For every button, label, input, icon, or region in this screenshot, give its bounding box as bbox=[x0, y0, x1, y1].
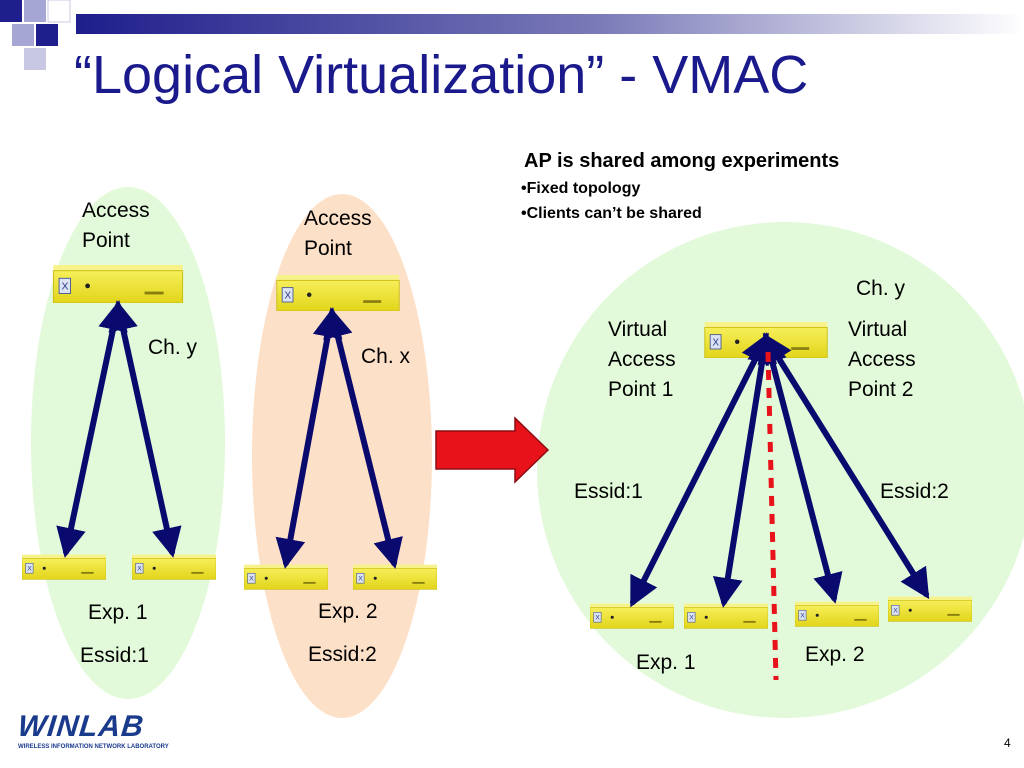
logo-tagline: WIRELESS INFORMATION NETWORK LABORATORY bbox=[18, 744, 169, 750]
middle-client-device bbox=[244, 564, 328, 590]
left-channel-label: Ch. y bbox=[148, 336, 198, 359]
vap1-label-line2: Access bbox=[608, 348, 676, 371]
middle-ap-label-line2: Point bbox=[304, 237, 352, 260]
gradient-bar bbox=[76, 14, 1024, 34]
middle-ap-label-line1: Access bbox=[304, 207, 372, 230]
link-arrow bbox=[323, 307, 403, 569]
deco-square bbox=[24, 48, 46, 70]
vap1-label-line3: Point 1 bbox=[608, 378, 674, 401]
right-client-device bbox=[590, 603, 674, 629]
separator-dotted-line bbox=[765, 351, 779, 681]
left-exp-label: Exp. 1 bbox=[88, 601, 148, 624]
deco-square bbox=[47, 0, 71, 23]
vap2-label-line2: Access bbox=[848, 348, 916, 371]
left-client-device bbox=[22, 554, 106, 580]
transition-arrow bbox=[435, 416, 550, 484]
deco-square bbox=[12, 24, 34, 46]
right-exp1-label: Exp. 1 bbox=[636, 651, 696, 674]
slide-title: “Logical Virtualization” - VMAC bbox=[74, 45, 809, 105]
logo-wordmark: WINLAB bbox=[16, 710, 146, 743]
vap1-label-line1: Virtual bbox=[608, 318, 668, 341]
middle-essid-label: Essid:2 bbox=[308, 643, 377, 666]
middle-access-point-device bbox=[276, 275, 400, 311]
info-bullet: •Clients can’t be shared bbox=[521, 205, 702, 222]
right-essid2-label: Essid:2 bbox=[880, 480, 949, 503]
right-essid1-label: Essid:1 bbox=[574, 480, 643, 503]
winlab-logo: WINLAB WIRELESS INFORMATION NETWORK LABO… bbox=[16, 710, 188, 754]
middle-channel-label: Ch. x bbox=[361, 345, 411, 368]
page-number: 4 bbox=[1004, 736, 1011, 750]
left-ap-label-line1: Access bbox=[82, 199, 150, 222]
link-arrow bbox=[762, 332, 930, 600]
deco-square bbox=[36, 24, 58, 46]
vap2-label-line1: Virtual bbox=[848, 318, 908, 341]
left-essid-label: Essid:1 bbox=[80, 644, 149, 667]
info-bullet: •Fixed topology bbox=[521, 180, 641, 197]
left-client-device bbox=[132, 554, 216, 580]
right-client-device bbox=[684, 603, 768, 629]
right-channel-label: Ch. y bbox=[856, 277, 906, 300]
left-ap-label-line2: Point bbox=[82, 229, 130, 252]
middle-client-device bbox=[353, 564, 437, 590]
deco-square bbox=[24, 0, 46, 22]
right-client-device bbox=[888, 596, 972, 622]
vap2-label-line3: Point 2 bbox=[848, 378, 914, 401]
middle-exp-label: Exp. 2 bbox=[318, 600, 378, 623]
title-decoration bbox=[0, 0, 1024, 70]
deco-square bbox=[0, 0, 22, 22]
left-access-point-device bbox=[52, 265, 184, 303]
right-client-device bbox=[795, 601, 879, 627]
link-arrow bbox=[108, 300, 182, 558]
right-green-region bbox=[537, 222, 1024, 718]
info-heading: AP is shared among experiments bbox=[524, 150, 840, 172]
right-exp2-label: Exp. 2 bbox=[805, 643, 865, 666]
